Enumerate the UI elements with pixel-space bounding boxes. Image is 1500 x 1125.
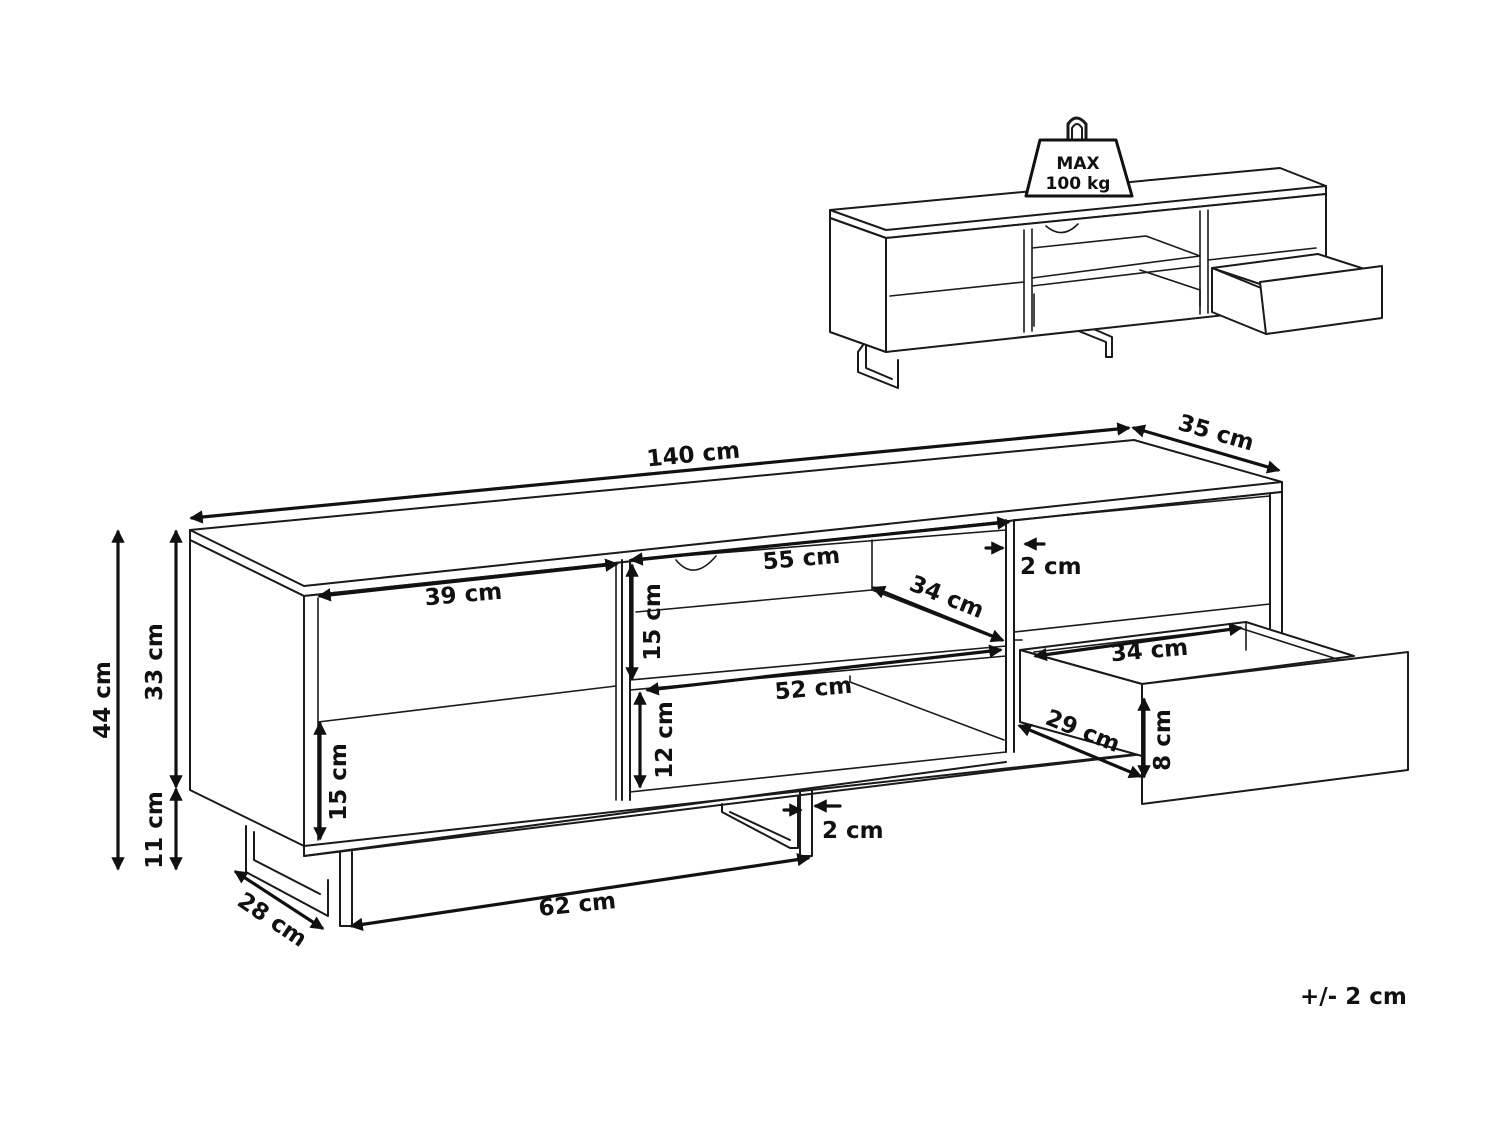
label-panel-thickness: 2 cm — [1020, 554, 1082, 580]
tolerance-note: +/- 2 cm — [1300, 984, 1407, 1010]
label-leg-span: 62 cm — [537, 888, 617, 922]
weight-value-label: 100 kg — [1046, 174, 1111, 194]
label-middle-lower-height: 12 cm — [652, 701, 678, 779]
label-body-height: 33 cm — [142, 623, 168, 701]
preview-cabinet — [829, 167, 1383, 389]
back-right-leg — [721, 795, 799, 849]
weight-icon: MAX 100 kg — [1024, 116, 1134, 198]
label-drawer-height: 8 cm — [1150, 709, 1176, 771]
front-right-leg — [799, 789, 813, 857]
label-leg-depth: 28 cm — [232, 888, 311, 953]
label-total-height: 44 cm — [90, 661, 116, 739]
label-depth: 35 cm — [1175, 410, 1257, 456]
label-leg-thickness: 2 cm — [822, 818, 884, 844]
weight-max-label: MAX — [1056, 154, 1099, 174]
preview-side — [829, 217, 887, 353]
front-left-leg — [339, 851, 353, 927]
cabinet-side — [189, 539, 305, 847]
label-middle-upper-height: 15 cm — [640, 583, 666, 661]
label-leg-height: 11 cm — [142, 791, 168, 869]
dimension-lines — [111, 422, 1281, 932]
preview-drawer — [1259, 265, 1383, 335]
label-left-lower-height: 15 cm — [326, 743, 352, 821]
preview-right-leg — [1075, 323, 1113, 358]
dimension-labels: 140 cm 35 cm 39 cm 55 cm 2 cm 34 cm 15 c… — [90, 410, 1257, 953]
preview-left-leg — [857, 337, 899, 389]
